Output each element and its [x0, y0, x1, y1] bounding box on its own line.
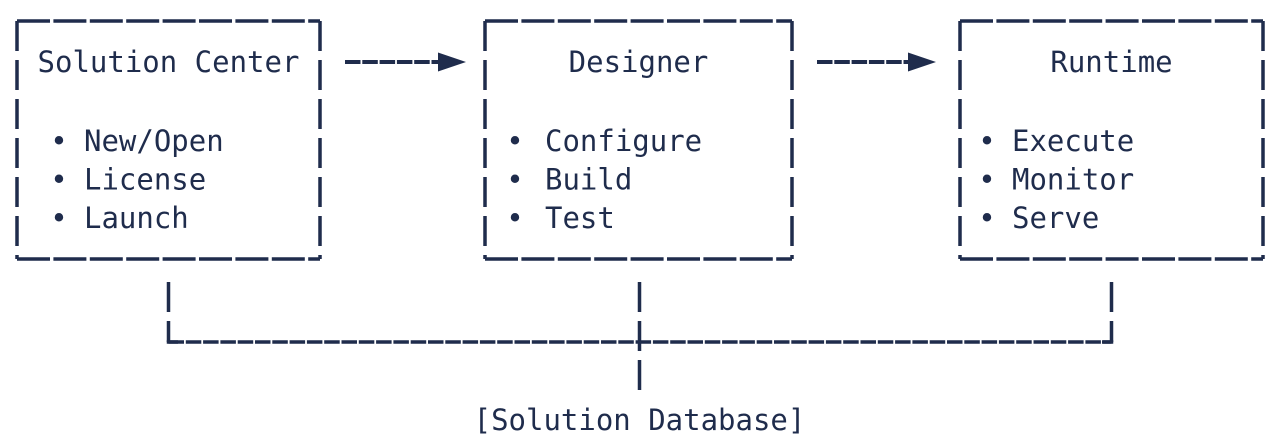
bullet-icon: •: [50, 163, 67, 197]
bullet-icon: •: [506, 201, 523, 235]
list-item: • Monitor: [978, 163, 1134, 197]
box-title: Designer: [569, 45, 709, 79]
list-item-label: New/Open: [84, 124, 224, 158]
list-item-label: License: [84, 163, 206, 197]
box-title: Solution Center: [38, 45, 300, 79]
box-runtime: Runtime • Execute • Monitor • Serve: [958, 19, 1265, 261]
box-title: Runtime: [1050, 45, 1172, 79]
list-item: • Serve: [978, 201, 1099, 235]
list-item-label: Configure: [545, 124, 702, 158]
bullet-list: • New/Open • License • Launch: [50, 124, 223, 235]
arrow-head-icon: [438, 52, 466, 72]
bullet-list: • Configure • Build • Test: [506, 124, 702, 235]
list-item: • Build: [506, 163, 632, 197]
list-item-label: Execute: [1012, 124, 1134, 158]
arrow-solution-center-to-designer: [345, 52, 466, 72]
bullet-icon: •: [978, 124, 995, 158]
list-item: • Launch: [50, 201, 189, 235]
list-item: • Test: [506, 201, 615, 235]
list-item: • Configure: [506, 124, 702, 158]
list-item: • Execute: [978, 124, 1134, 158]
box-designer: Designer • Configure • Build • Test: [483, 19, 794, 261]
database-label: [Solution Database]: [474, 403, 806, 437]
arrow-head-icon: [908, 52, 936, 72]
list-item-label: Test: [545, 201, 615, 235]
arrow-designer-to-runtime: [817, 52, 936, 72]
bullet-icon: •: [50, 124, 67, 158]
list-item-label: Serve: [1012, 201, 1099, 235]
list-item-label: Launch: [84, 201, 189, 235]
list-item-label: Monitor: [1012, 163, 1134, 197]
bullet-icon: •: [50, 201, 67, 235]
connector-to-database: [166, 282, 1114, 392]
bullet-icon: •: [978, 201, 995, 235]
list-item: • New/Open: [50, 124, 223, 158]
list-item-label: Build: [545, 163, 632, 197]
bullet-icon: •: [506, 124, 523, 158]
bullet-icon: •: [506, 163, 523, 197]
bullet-icon: •: [978, 163, 995, 197]
box-solution-center: Solution Center • New/Open • License • L…: [15, 19, 322, 261]
list-item: • License: [50, 163, 206, 197]
bullet-list: • Execute • Monitor • Serve: [978, 124, 1134, 235]
